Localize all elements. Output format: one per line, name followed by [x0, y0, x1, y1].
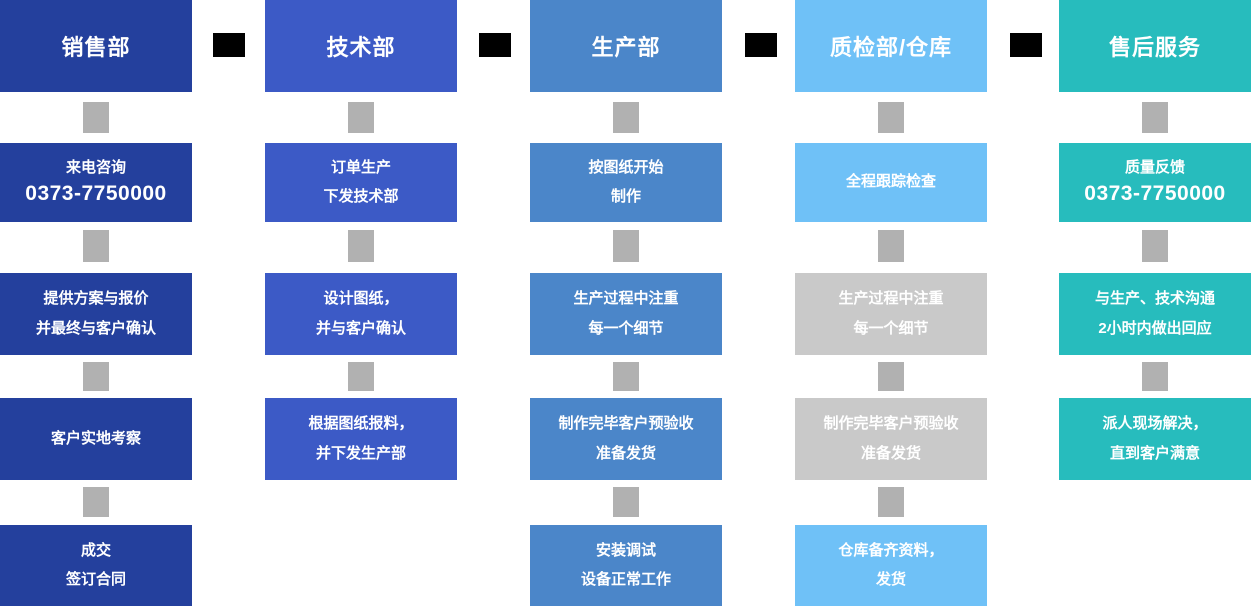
department-header-technology: 技术部 [265, 0, 457, 92]
step-text-line: 2小时内做出回应 [1098, 319, 1212, 337]
department-header-qc-warehouse: 质检部/仓库 [795, 0, 987, 92]
step-text-line: 提供方案与报价 [43, 290, 149, 307]
step-text-line: 并最终与客户确认 [35, 319, 156, 337]
step-text-line: 客户实地考察 [50, 429, 141, 447]
flow-step-sales-contract: 成交 签订合同 [0, 525, 192, 606]
flow-step-prod-install: 安装调试 设备正常工作 [530, 525, 722, 606]
flow-connector [83, 102, 109, 133]
flow-step-sales-site-visit: 客户实地考察 [0, 398, 192, 480]
flow-connector [878, 487, 904, 517]
flow-step-qc-detail: 生产过程中注重 每一个细节 [795, 273, 987, 355]
column-separator [479, 33, 511, 57]
department-header-sales: 销售部 [0, 0, 192, 92]
step-text-line: 与生产、技术沟通 [1094, 290, 1215, 307]
flow-connector [83, 362, 109, 391]
flow-step-tech-order: 订单生产 下发技术部 [265, 143, 457, 222]
flow-connector [1142, 102, 1168, 133]
flow-step-prod-detail: 生产过程中注重 每一个细节 [530, 273, 722, 355]
flow-connector [613, 230, 639, 262]
step-phone-number: 0373-7750000 [25, 182, 167, 206]
step-text-line: 仓库备齐资料， [838, 541, 944, 559]
step-text-line: 制作 [610, 188, 641, 205]
step-text-line: 并与客户确认 [315, 319, 406, 337]
flow-connector [878, 102, 904, 133]
step-text-line: 制作完毕客户预验收 [558, 415, 694, 432]
step-text-line: 按图纸开始 [588, 158, 664, 176]
flow-connector [83, 487, 109, 517]
step-text-line: 全程跟踪检查 [845, 173, 936, 191]
flow-connector [83, 230, 109, 262]
step-text-line: 签订合同 [65, 571, 126, 588]
flow-step-sales-quote: 提供方案与报价 并最终与客户确认 [0, 273, 192, 355]
step-text-line: 下发技术部 [323, 188, 399, 205]
flow-connector [348, 102, 374, 133]
step-phone-number: 0373-7750000 [1084, 182, 1226, 206]
step-text-line: 准备发货 [595, 444, 656, 462]
step-text-line: 安装调试 [595, 541, 656, 559]
step-text-line: 派人现场解决， [1102, 415, 1208, 432]
flow-connector [613, 487, 639, 517]
column-separator [213, 33, 245, 57]
step-text-line: 来电咨询 [65, 158, 126, 176]
step-text-line: 发货 [875, 571, 906, 588]
flow-step-prod-acceptance: 制作完毕客户预验收 准备发货 [530, 398, 722, 480]
flow-step-sales-hotline: 来电咨询 0373-7750000 [0, 143, 192, 222]
flow-step-qc-acceptance: 制作完毕客户预验收 准备发货 [795, 398, 987, 480]
department-header-after-sales: 售后服务 [1059, 0, 1251, 92]
flow-step-aftersales-onsite: 派人现场解决， 直到客户满意 [1059, 398, 1251, 480]
step-text-line: 每一个细节 [853, 319, 929, 337]
flow-step-tech-materials: 根据图纸报料， 并下发生产部 [265, 398, 457, 480]
step-text-line: 质量反馈 [1124, 158, 1185, 176]
flow-step-aftersales-response: 与生产、技术沟通 2小时内做出回应 [1059, 273, 1251, 355]
flow-connector [1142, 362, 1168, 391]
step-text-line: 并下发生产部 [315, 444, 406, 462]
step-text-line: 设计图纸， [323, 290, 399, 307]
step-text-line: 成交 [80, 541, 111, 559]
step-text-line: 生产过程中注重 [838, 290, 944, 307]
step-text-line: 生产过程中注重 [573, 290, 679, 307]
department-header-production: 生产部 [530, 0, 722, 92]
column-separator [745, 33, 777, 57]
step-text-line: 根据图纸报料， [308, 415, 414, 432]
flow-connector [878, 230, 904, 262]
flow-step-qc-ship: 仓库备齐资料， 发货 [795, 525, 987, 606]
step-text-line: 设备正常工作 [580, 571, 671, 588]
step-text-line: 直到客户满意 [1109, 444, 1200, 462]
flow-step-prod-start: 按图纸开始 制作 [530, 143, 722, 222]
flow-connector [348, 230, 374, 262]
flow-connector [348, 362, 374, 391]
flow-step-qc-tracking: 全程跟踪检查 [795, 143, 987, 222]
flow-connector [613, 362, 639, 391]
step-text-line: 准备发货 [860, 444, 921, 462]
flow-step-aftersales-feedback: 质量反馈 0373-7750000 [1059, 143, 1251, 222]
step-text-line: 制作完毕客户预验收 [823, 415, 959, 432]
flow-connector [613, 102, 639, 133]
step-text-line: 订单生产 [330, 158, 391, 176]
column-separator [1010, 33, 1042, 57]
step-text-line: 每一个细节 [588, 319, 664, 337]
flow-connector [1142, 230, 1168, 262]
flow-step-tech-design: 设计图纸， 并与客户确认 [265, 273, 457, 355]
flow-connector [878, 362, 904, 391]
